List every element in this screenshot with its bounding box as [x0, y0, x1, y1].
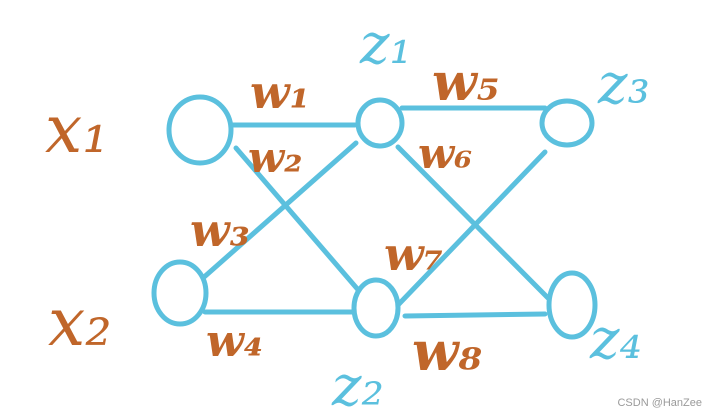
label-w6: w₆ [418, 129, 473, 178]
label-z2: z₂ [331, 354, 384, 417]
edge-x1-z2 [233, 145, 363, 295]
label-z1: z₁ [359, 12, 412, 77]
edge-x2-z1 [200, 140, 359, 281]
edge-z1-z4 [395, 144, 551, 301]
label-w2: w₂ [248, 133, 303, 182]
label-z4: z₄ [589, 307, 642, 372]
watermark: CSDN @HanZee [617, 397, 702, 409]
node-z3 [539, 98, 595, 148]
label-w5: w₅ [432, 52, 500, 113]
node-x1 [166, 94, 234, 166]
edge-z2-z4 [402, 311, 548, 319]
label-w8: w₈ [412, 319, 482, 383]
node-z1 [355, 97, 405, 149]
node-z4 [546, 270, 598, 340]
edge-z2-z3 [395, 149, 548, 308]
label-z3: z₃ [597, 52, 650, 117]
label-x1: x₁ [45, 91, 109, 168]
node-x2 [151, 259, 209, 327]
nodes [151, 94, 598, 340]
edges [200, 105, 551, 319]
label-w4: w₄ [206, 316, 263, 367]
node-z2 [351, 277, 401, 339]
label-x2: x₂ [48, 284, 112, 361]
label-w1: w₁ [250, 65, 310, 119]
label-w3: w₃ [190, 203, 250, 257]
label-w7: w₇ [384, 227, 444, 281]
